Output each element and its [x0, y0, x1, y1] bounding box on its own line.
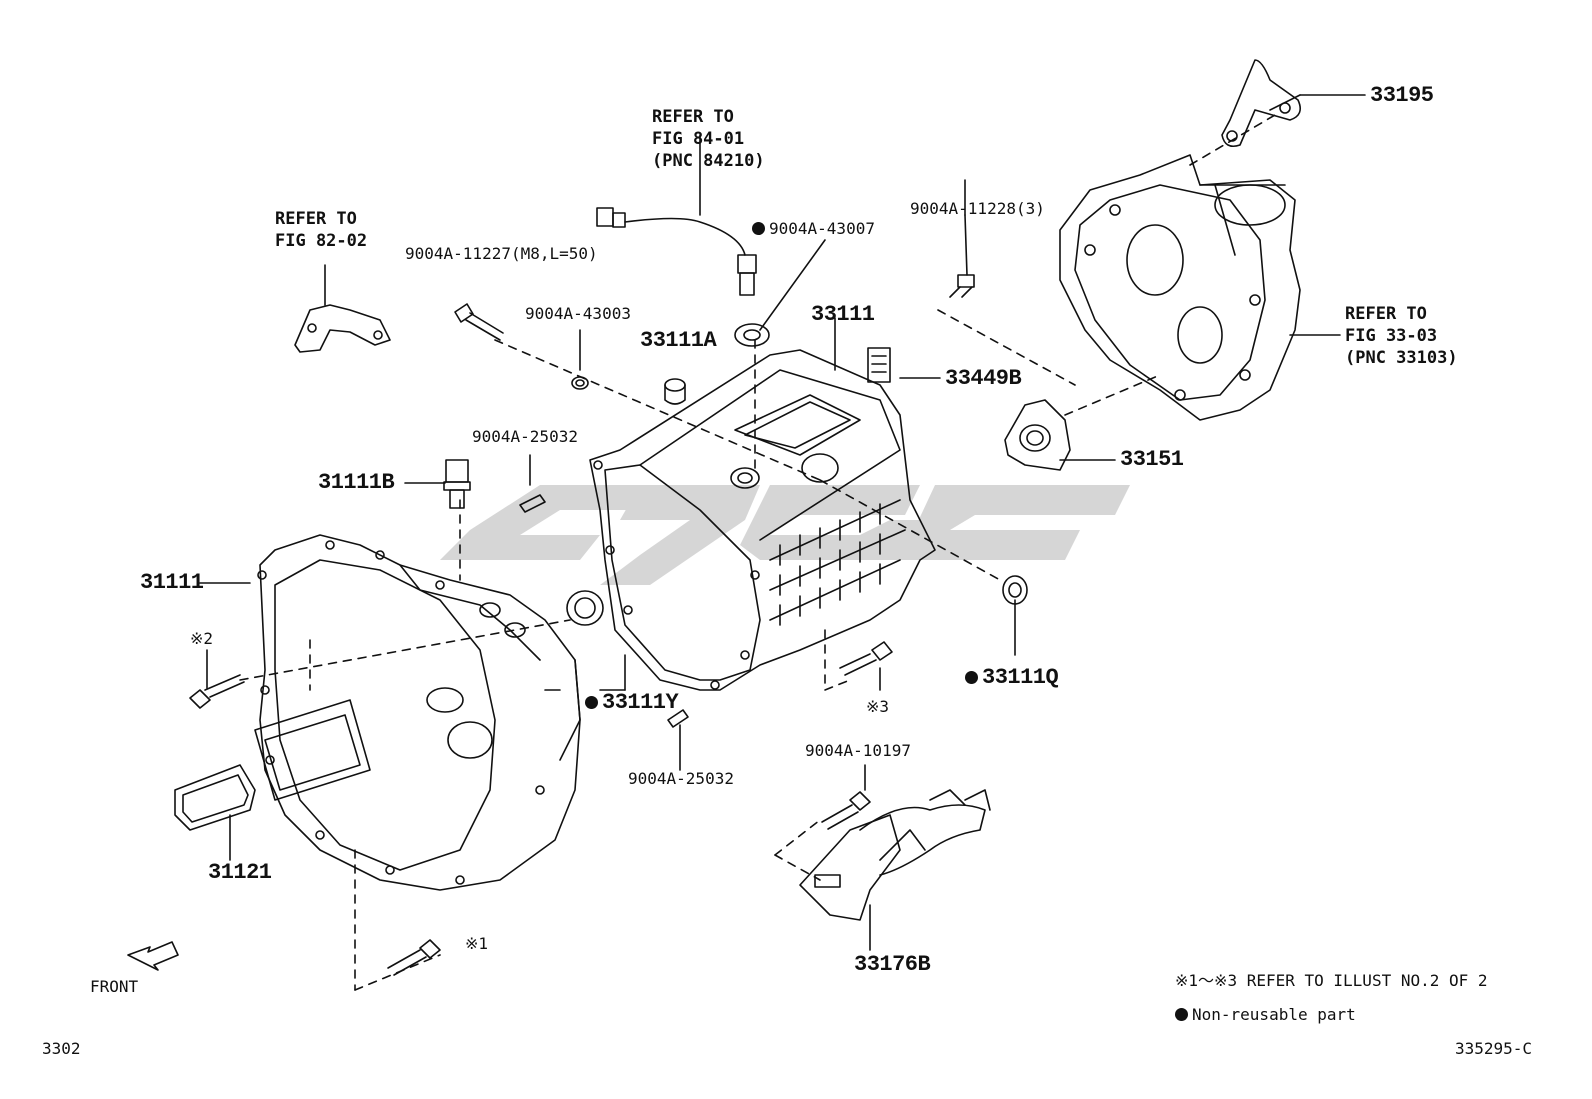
ref-fig33-line1: REFER TO — [1345, 304, 1427, 324]
ref-fig33-line2: FIG 33-03 — [1345, 326, 1438, 346]
dowel-label-25032-top: 9004A-25032 — [472, 427, 578, 446]
page-code: 3302 — [42, 1039, 81, 1058]
transmission-case-33111 — [590, 350, 935, 690]
retainer-33151 — [1005, 400, 1070, 470]
part-label-33111: 33111 — [811, 302, 875, 327]
plug-33111A — [665, 379, 685, 404]
cover-31121 — [175, 765, 255, 830]
seal-33111Q — [1003, 576, 1027, 604]
ref-fig84-line2: FIG 84-01 — [652, 129, 745, 149]
dowel-25032-top — [520, 495, 545, 512]
front-label: FRONT — [90, 977, 139, 996]
watermark-logo — [440, 485, 1130, 585]
mark-label-2: ※2 — [190, 629, 214, 648]
part-label-33176B: 33176B — [854, 952, 931, 977]
bolt-11227 — [455, 304, 503, 340]
legend-nonreusable: Non-reusable part — [1175, 1005, 1356, 1024]
part-label-31121: 31121 — [208, 860, 272, 885]
dowel-label-25032-bottom: 9004A-25032 — [628, 769, 734, 788]
bolt-label-43003: 9004A-43003 — [525, 304, 631, 323]
bolt-label-11227: 9004A-11227(M8,L=50) — [405, 244, 598, 263]
ref-fig33-line3: (PNC 33103) — [1345, 348, 1458, 368]
bolt-11228 — [950, 275, 974, 297]
extension-housing — [1060, 155, 1300, 420]
part-label-33151: 33151 — [1120, 447, 1184, 472]
bolt-10197 — [822, 792, 870, 829]
dashed-assembly-lines — [240, 115, 1275, 990]
part-label-33111Y: 33111Y — [585, 690, 679, 715]
bracket-33195 — [1222, 60, 1300, 146]
part-label-31111: 31111 — [140, 570, 204, 595]
part-label-33449B: 33449B — [945, 366, 1022, 391]
bolt-label-10197: 9004A-10197 — [805, 741, 911, 760]
sensor-harness — [597, 208, 756, 295]
legend-note: ※1～※3 REFER TO ILLUST NO.2 OF 2 — [1175, 971, 1488, 990]
part-label-33195: 33195 — [1370, 83, 1434, 108]
ref-fig82-line1: REFER TO — [275, 209, 357, 229]
ref-fig84-line1: REFER TO — [652, 107, 734, 127]
bolt-label-11228: 9004A-11228(3) — [910, 199, 1045, 218]
part-33176B — [800, 790, 990, 920]
bolt-mark3 — [840, 642, 892, 675]
part-label-33111Q: 33111Q — [965, 665, 1059, 690]
ref-fig82-line2: FIG 82-02 — [275, 231, 368, 251]
part-label-31111B: 31111B — [318, 470, 395, 495]
front-arrow-icon — [128, 942, 178, 970]
bracket-fig82 — [295, 305, 390, 352]
gasket-label-43007: 9004A-43007 — [752, 219, 875, 238]
clutch-housing-31111 — [255, 535, 580, 890]
leader-lines — [200, 95, 1365, 950]
gasket-43007 — [735, 324, 769, 346]
bolt-mark1 — [388, 940, 440, 975]
mark-label-3: ※3 — [866, 697, 890, 716]
bolt-mark2 — [190, 675, 244, 708]
seal-33111Y — [567, 591, 603, 625]
part-label-33111A: 33111A — [640, 328, 717, 353]
switch-31111B — [444, 460, 470, 508]
mark-label-1: ※1 — [465, 934, 489, 953]
illustration-code: 335295-C — [1455, 1039, 1533, 1058]
ref-fig84-line3: (PNC 84210) — [652, 151, 765, 171]
nut-43003 — [572, 377, 588, 389]
breather-33449B — [868, 348, 890, 382]
